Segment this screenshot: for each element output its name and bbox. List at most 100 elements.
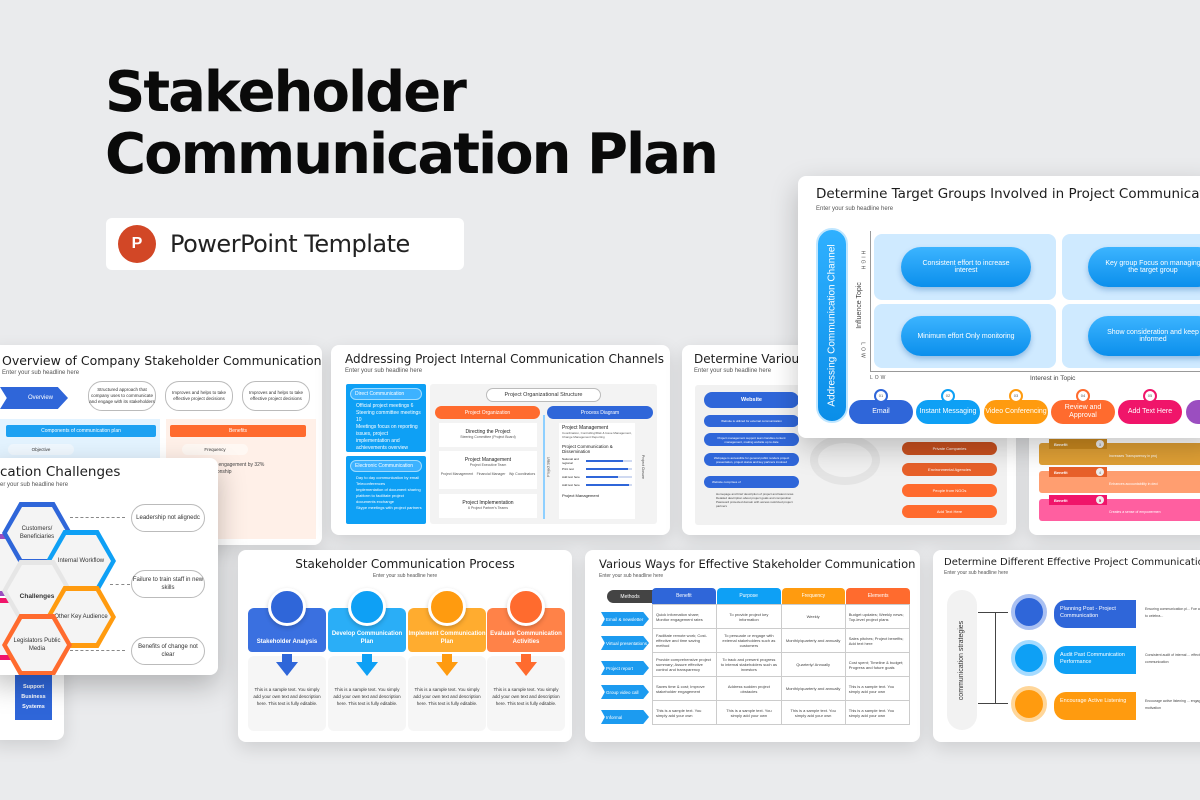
table-row: This is a sample text. You simply add yo… [651,700,911,725]
org-box-sub: Steering Committee (Project Board) [460,435,516,439]
website-bullet: Password protected domain with access re… [716,500,793,508]
process-diagram-box: Project Management Coordination, Control… [559,423,635,519]
strategy-icon-audit [1011,640,1047,676]
table-cell: This is a sample text. You simply add yo… [844,700,911,725]
quadrant-pill: Key group Focus on managing the target g… [1088,247,1200,287]
benefit-text: Creates a sense of empowermen [1109,510,1161,514]
table-cell: Cost spent; Timeline & budget; Progress … [844,652,911,677]
method-tag: Virtual presentations [601,636,649,650]
strategy-icon-people [1011,594,1047,630]
org-box: Project Implementation 6 Project Partner… [439,494,537,518]
slide-title: Overview of Company Stakeholder Communic… [2,353,322,368]
channel-instant-messaging: 02 Instant Messaging [916,389,980,424]
table-row: Saves time & cost; Improve stakeholder e… [651,676,911,701]
org-box-title: Project Implementation [462,500,514,506]
table-cell: Sales pitches; Project benefits; Add tex… [844,628,911,653]
slide-challenges[interactable]: cation Challenges er your sub headline h… [0,458,218,675]
step-text: This is a sample text. You simply add yo… [333,687,401,706]
electronic-item: Implementation of document sharing platf… [356,487,421,504]
strategy-label: Audit Past Communication Performance [1054,646,1136,674]
overview-bubble: Improves and helps to take effective pro… [242,381,310,411]
slide-internal-channels[interactable]: Addressing Project Internal Communicatio… [331,345,670,535]
channel-number: 03 [1009,389,1023,403]
method-tag: Email & newsletter [601,612,649,626]
table-cell: Quarterly/ Annually [780,652,846,677]
project-start-label: Project Start [546,457,551,477]
develop-plan-icon [348,588,386,626]
slide-target-groups[interactable]: Determine Target Groups Involved in Proj… [798,176,1200,438]
quadrant-pill: Minimum effort Only monitoring [901,316,1031,356]
pd-bar-label: Add text here [562,475,580,479]
table-cell: Budget updates; Weekly news; Top-level p… [844,604,911,629]
channel-extra [1186,400,1200,424]
benefit-text: Enhances accountability in deci [1109,482,1158,486]
electronic-comm-box: Electronic Communication Day to day comm… [346,456,426,524]
slide-subtitle: Enter your sub headline here [599,573,664,579]
methods-header: Methods [607,590,653,603]
slide-strategies[interactable]: Determine Different Effective Project Co… [933,550,1200,742]
strategy-desc: Ensuring communication pl... Foe allowin… [1145,607,1200,618]
process-step: Develop Communication Plan This is a sam… [328,588,406,735]
x-axis-label: Interest in Topic [1030,375,1076,382]
column-header: Frequency [781,588,846,604]
table-cell: To track and present progress to interna… [716,652,782,677]
ways-table: Quick information share; Monitor engagem… [651,604,911,725]
benefit-label: Benefit [1054,469,1068,475]
process-step: Implement Communication Plan This is a s… [408,588,486,735]
channel-label: Add Text Here [1127,408,1173,415]
direct-comm-header: Direct Communication [350,388,422,400]
channel-label: Review and Approval [1064,404,1102,419]
process-step: Evaluate Communication Activities This i… [487,588,565,735]
benefit-number: 3 [1096,440,1104,448]
table-cell: Weekly [780,604,846,629]
pd-title: Project Management [562,425,609,431]
table-cell: This is a sample text. You simply add yo… [780,700,846,725]
project-org-header: Project Organization [435,406,540,419]
quadrant-pill: Consistent effort to increase interest [901,247,1031,287]
support-business-label: Support Business Systems [21,684,46,710]
slide-subtitle: Enter your sub headline here [816,206,894,212]
pd-comm: Project Communication & Dissemination [562,444,613,454]
cycle-arrows-icon [810,435,880,485]
slide-process[interactable]: Stakeholder Communication Process Enter … [238,550,572,742]
strategy-label: Encourage Active Listening [1054,692,1136,720]
slide-title: Determine Different Effective Project Co… [944,557,1200,568]
challenge-oval: Benefits of change not clear [131,637,205,665]
org-box-sub: Project Executive Team [469,463,507,467]
column-header: Benefit [652,588,716,604]
benefit-label: Benefit [1054,497,1068,503]
overview-bubble: Improves and helps to take effective pro… [165,381,233,411]
down-arrow-icon [356,662,378,676]
strategy-label-text: Audit Past Communication Performance [1060,652,1125,665]
method-tag: Group video call [601,685,649,699]
communication-channel-bar: Addressing Communication Channel [816,228,848,423]
step-text: This is a sample text. You simply add yo… [253,687,321,706]
pm-role: Wp Coordinators [508,472,536,476]
slide-ways[interactable]: Various Ways for Effective Stakeholder C… [585,550,920,742]
column-header: Purpose [716,588,781,604]
method-tag: Informal [601,710,649,724]
benefit-text: older engagement by 32% [206,462,265,468]
strategy-desc: Consistent audit of internal ... effecti… [1145,653,1200,664]
table-cell: Monthly/quarterly and annually [780,628,846,653]
column-header: Elements [846,588,910,604]
hero-title-line2: Communication Plan [105,122,719,187]
channel-review-approval: 04 Review and Approval [1051,389,1115,424]
slide-subtitle: Enter your sub headline here [345,368,423,374]
pd-footer: Project Management [562,493,599,498]
website-item: Project management support team handles … [704,433,799,446]
connector-line [995,612,996,704]
benefit-text: relationship [206,469,232,475]
step-text: This is a sample text. You simply add yo… [492,687,560,706]
table-cell: Address sudden project obstacles [716,676,782,701]
website-item: Website is utilized for external communi… [704,415,799,427]
hero-title: Stakeholder Communication Plan [105,62,719,187]
table-cell: Monthly/quarterly and annually [780,676,846,701]
support-business-box: Support Business Systems [15,670,52,720]
stakeholder-analysis-icon [268,588,306,626]
strategy-icon-listening [1011,686,1047,722]
direct-item: Steering committee meetings 10 [356,410,421,423]
powerpoint-icon: P [118,225,156,263]
challenge-oval: Failure to train staff in new skills [131,570,205,598]
